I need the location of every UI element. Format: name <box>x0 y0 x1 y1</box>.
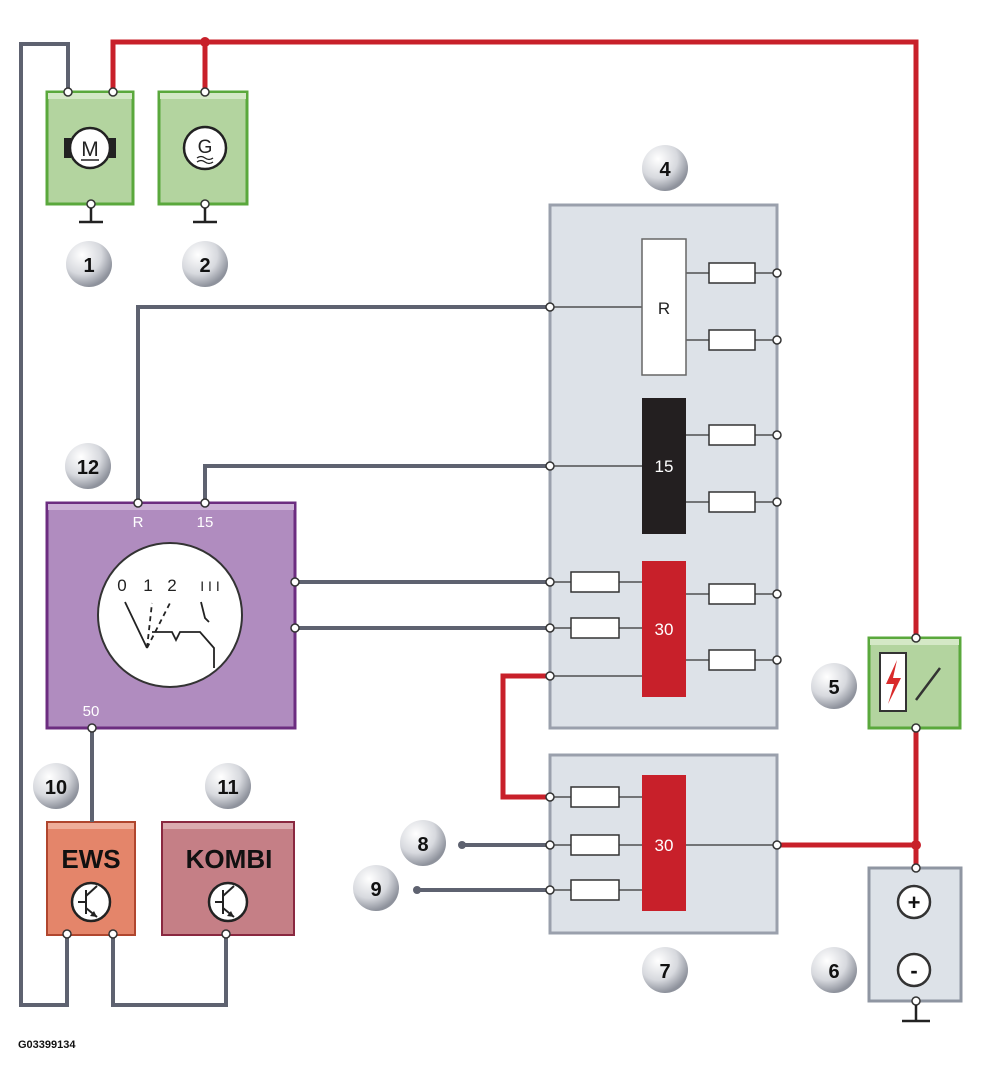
battery-minus-icon: - <box>896 952 932 988</box>
ignition-position-0: 0 <box>117 576 126 595</box>
svg-text:6: 6 <box>828 961 839 983</box>
starter-motor: M <box>45 90 135 206</box>
svg-text:-: - <box>910 958 917 983</box>
generator: G <box>157 90 249 206</box>
wire-ews-to-kombi <box>111 934 228 1007</box>
svg-text:1: 1 <box>83 255 94 277</box>
kombi-transistor-icon <box>207 881 249 923</box>
wire-switch-15 <box>203 464 550 503</box>
svg-text:15: 15 <box>655 457 674 476</box>
svg-text:10: 10 <box>45 777 67 799</box>
callout-12: 12 <box>65 443 111 489</box>
ignition-contact-lines <box>124 601 215 668</box>
callout-11: 11 <box>205 763 251 809</box>
ignition-switch <box>45 501 297 730</box>
pyro-fuse-icon <box>879 652 907 712</box>
ews-label: EWS <box>61 844 120 874</box>
callout-7: 7 <box>642 947 688 993</box>
wire-b-plus-main <box>110 39 919 638</box>
svg-text:+: + <box>908 890 921 915</box>
svg-text:2: 2 <box>199 255 210 277</box>
svg-text:4: 4 <box>659 159 671 181</box>
motor-icon: M <box>64 126 116 170</box>
callout-10: 10 <box>33 763 79 809</box>
ignition-terminal-50: 50 <box>83 703 100 720</box>
safety-battery-terminal <box>867 636 962 730</box>
ignition-position-2: 2 <box>167 576 176 595</box>
fusebox-busbar-30: 30 <box>642 775 686 911</box>
fuses <box>570 262 756 901</box>
callout-4: 4 <box>642 145 688 191</box>
ground-symbols <box>79 208 930 1023</box>
relay-15: 15 <box>642 398 686 534</box>
ignition-terminal-15: 15 <box>197 514 214 531</box>
wire-motor-to-ews <box>19 42 70 1007</box>
callout-2: 2 <box>182 241 228 287</box>
ignition-position-1: 1 <box>143 576 152 595</box>
wire-switch-r <box>136 305 550 503</box>
svg-text:5: 5 <box>828 677 839 699</box>
svg-text:30: 30 <box>655 836 674 855</box>
ignition-terminal-r: R <box>133 514 144 531</box>
terminals <box>62 87 921 1006</box>
callout-9: 9 <box>353 865 399 911</box>
ews-transistor-icon <box>70 881 112 923</box>
image-code: G03399134 <box>18 1039 76 1051</box>
callout-6: 6 <box>811 947 857 993</box>
wire-battery-feed <box>776 728 919 848</box>
svg-text:30: 30 <box>655 620 674 639</box>
kombi-label: KOMBI <box>186 844 273 874</box>
generator-icon: G <box>182 125 228 171</box>
battery-plus-icon: + <box>896 884 932 920</box>
relay-r: R <box>641 238 687 376</box>
generator-symbol: G <box>198 137 213 158</box>
callout-5: 5 <box>811 663 857 709</box>
ignition-switch-dial <box>97 542 243 688</box>
callout-1: 1 <box>66 241 112 287</box>
wire-relay30-to-fusebox <box>500 673 550 800</box>
svg-text:12: 12 <box>77 457 99 479</box>
svg-text:11: 11 <box>217 777 238 799</box>
svg-text:9: 9 <box>370 879 381 901</box>
motor-symbol: M <box>81 138 99 161</box>
relay-30: 30 <box>642 561 686 697</box>
ignition-position-3: I I I <box>200 578 219 594</box>
svg-text:7: 7 <box>659 961 670 983</box>
svg-text:8: 8 <box>417 834 428 856</box>
svg-text:R: R <box>658 299 670 318</box>
callout-8: 8 <box>400 820 446 866</box>
